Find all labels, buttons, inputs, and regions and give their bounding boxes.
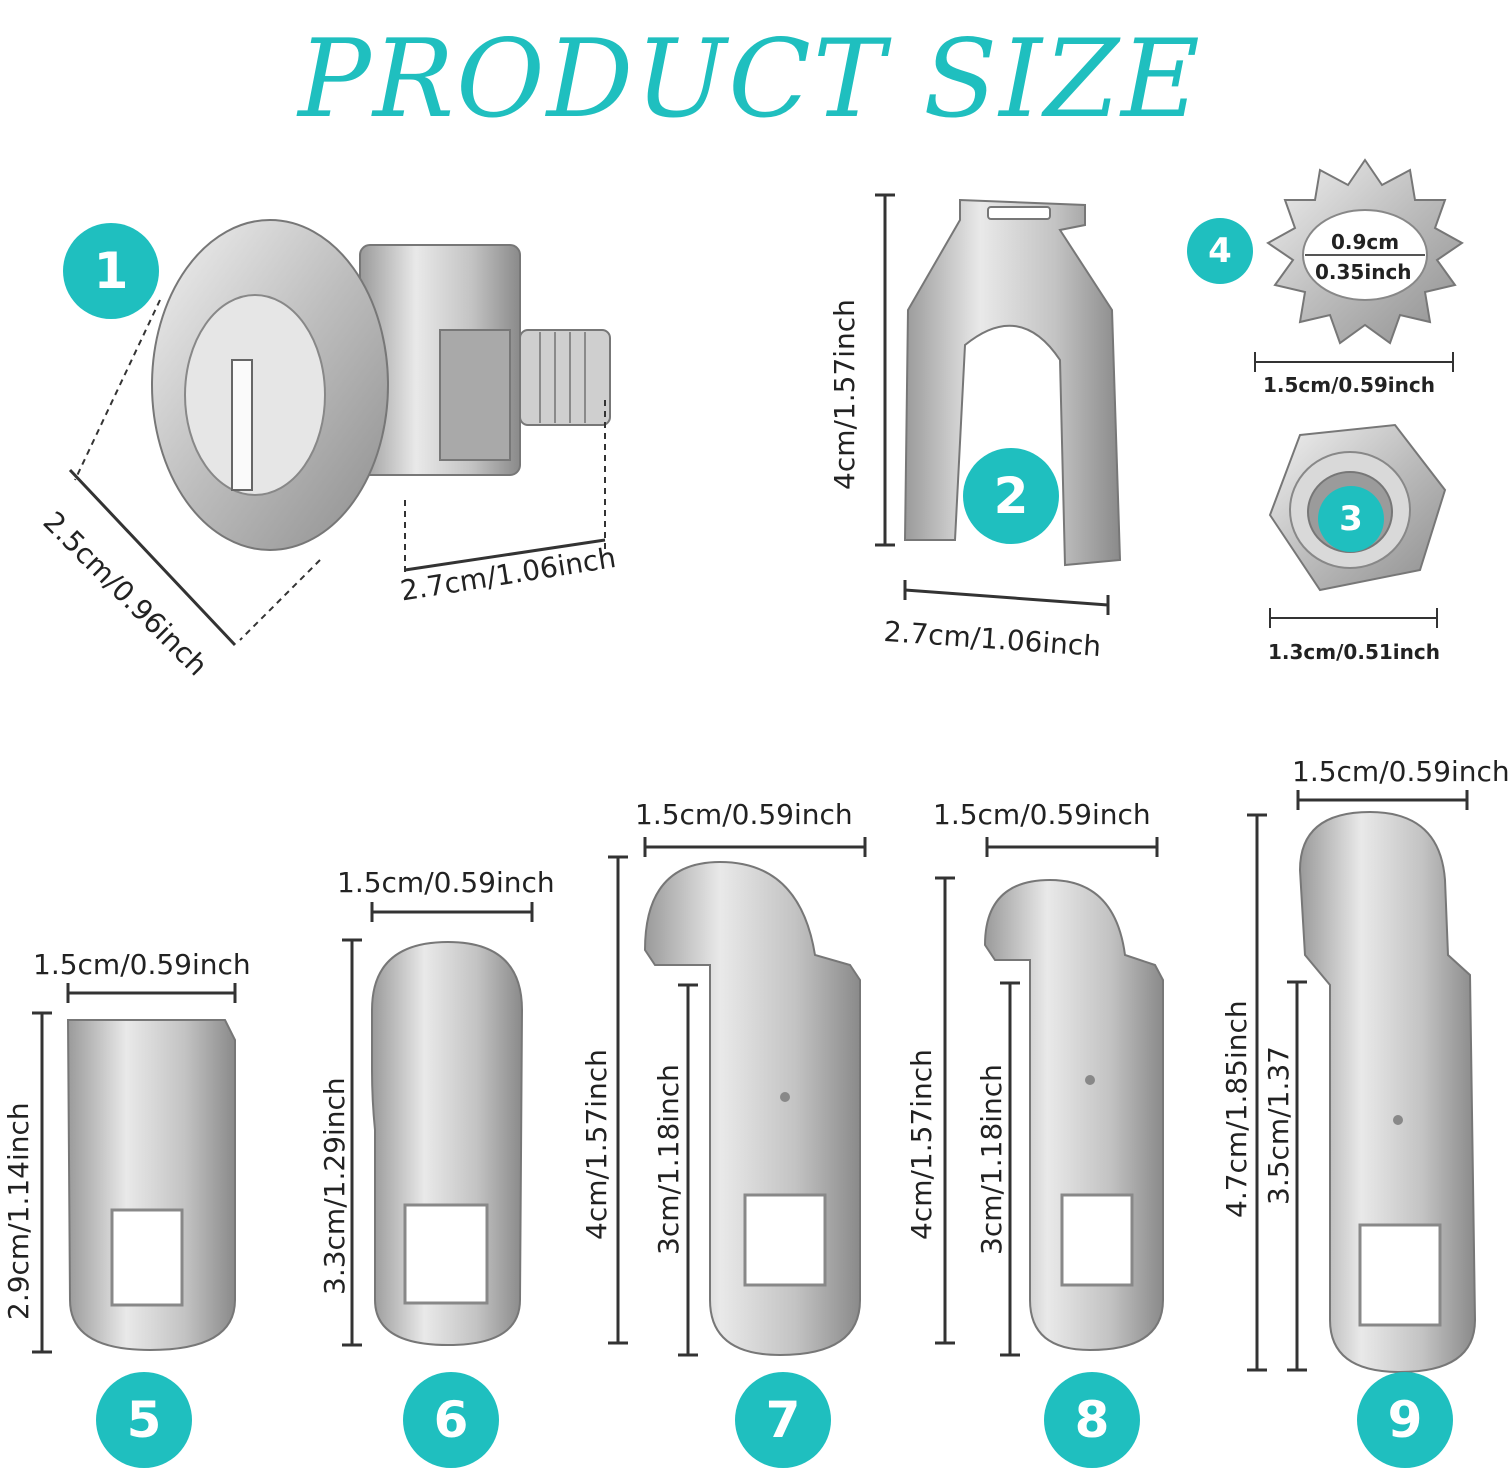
page-title: PRODUCT SIZE [298, 17, 1202, 142]
badge-2: 2 [963, 448, 1059, 544]
p8-inner-label: 3cm/1.18inch [975, 1064, 1008, 1255]
p6-height-label: 3.3cm/1.29inch [318, 1077, 351, 1295]
p4-inner-metric: 0.9cm [1331, 230, 1400, 254]
p7-height-label: 4cm/1.57inch [580, 1049, 613, 1240]
part-7-cam [608, 837, 867, 1357]
p7-inner-label: 3cm/1.18inch [652, 1064, 685, 1255]
p9-inner-label: 3.5cm/1.37 [1262, 1046, 1295, 1205]
part-1-cam-lock [68, 219, 611, 647]
part-6-cam [342, 902, 534, 1347]
badge-8: 8 [1044, 1372, 1140, 1468]
p3-width-label: 1.3cm/0.51inch [1268, 640, 1440, 664]
p4-inner-imperial: 0.35inch [1315, 260, 1412, 284]
part-8-cam [935, 837, 1164, 1357]
p5-height-label: 2.9cm/1.14inch [2, 1102, 35, 1320]
p2-height-label: 4cm/1.57inch [828, 299, 861, 490]
part-9-cam [1247, 790, 1477, 1374]
p8-height-label: 4cm/1.57inch [905, 1049, 938, 1240]
p9-height-label: 4.7cm/1.85inch [1220, 1000, 1253, 1218]
p8-width-label: 1.5cm/0.59inch [933, 798, 1151, 831]
p9-width-label: 1.5cm/0.59inch [1292, 755, 1510, 788]
part-5-cam [32, 983, 237, 1354]
part-2-u-clip [875, 193, 1122, 615]
badge-3: 3 [1318, 486, 1384, 552]
badge-9: 9 [1357, 1372, 1453, 1468]
p7-width-label: 1.5cm/0.59inch [635, 798, 853, 831]
p5-width-label: 1.5cm/0.59inch [33, 948, 251, 981]
badge-7: 7 [735, 1372, 831, 1468]
p6-width-label: 1.5cm/0.59inch [337, 866, 555, 899]
badge-6: 6 [403, 1372, 499, 1468]
part-4-washer [1254, 158, 1464, 372]
badge-4: 4 [1187, 218, 1253, 284]
badge-1: 1 [63, 223, 159, 319]
p4-outer-label: 1.5cm/0.59inch [1263, 373, 1435, 397]
badge-5: 5 [96, 1372, 192, 1468]
